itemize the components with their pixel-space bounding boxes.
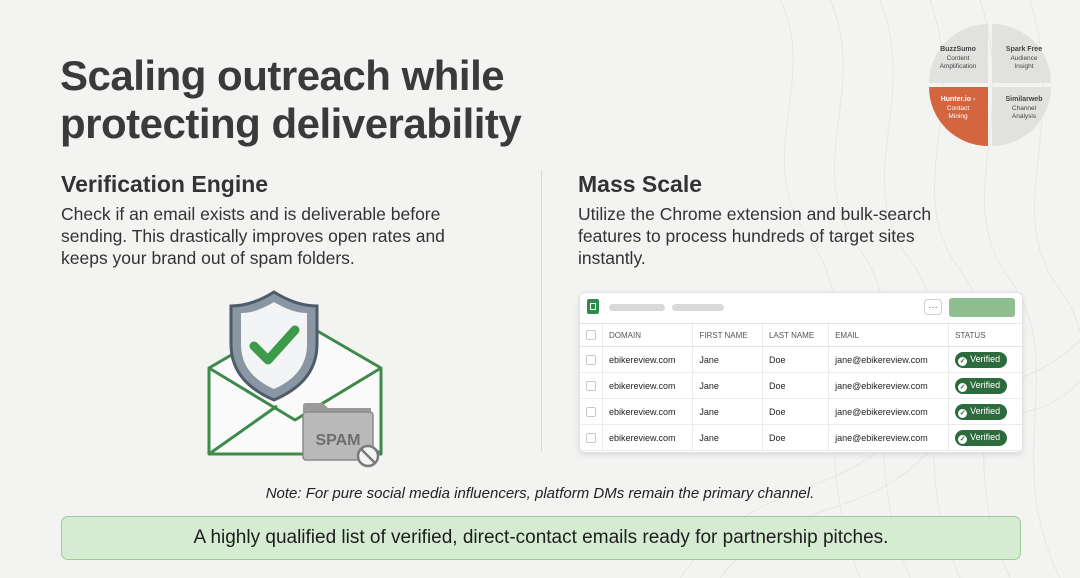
column-divider — [541, 170, 542, 452]
table-row[interactable]: ebikereview.com Jane Doe jane@ebikerevie… — [580, 372, 1022, 399]
cell-email: jane@ebikereview.com — [828, 424, 949, 451]
blocked-icon — [356, 444, 380, 468]
contacts-spreadsheet: … DOMAIN FIRST NAME LAST NAME EMAIL STAT… — [579, 292, 1023, 453]
footnote: Note: For pure social media influencers,… — [265, 485, 815, 502]
check-icon: ✓ — [958, 356, 968, 366]
sheet-toolbar: … — [580, 293, 1022, 321]
cell-last-name: Doe — [761, 372, 829, 399]
wheel-segment-hunter — [929, 87, 988, 146]
cell-first-name: Jane — [692, 424, 763, 451]
status-badge: ✓Verified — [955, 377, 1008, 394]
col-status[interactable]: STATUS — [948, 323, 1022, 347]
cell-last-name: Doe — [761, 398, 829, 425]
title-line-1: Scaling outreach while — [60, 52, 505, 99]
page-title: Scaling outreach while protecting delive… — [60, 52, 620, 148]
row-checkbox[interactable] — [586, 354, 596, 365]
col-domain[interactable]: DOMAIN — [601, 323, 693, 347]
action-button[interactable] — [949, 298, 1015, 317]
sheets-icon — [587, 299, 599, 314]
cell-domain: ebikereview.com — [601, 424, 693, 451]
status-badge: ✓Verified — [955, 403, 1008, 420]
shield-icon — [229, 290, 319, 402]
row-checkbox[interactable] — [586, 406, 596, 417]
cell-email: jane@ebikereview.com — [828, 346, 949, 373]
select-all-cell[interactable] — [580, 323, 603, 347]
cell-first-name: Jane — [692, 372, 763, 399]
cell-last-name: Doe — [761, 346, 829, 373]
cell-domain: ebikereview.com — [601, 346, 693, 373]
cell-email: jane@ebikereview.com — [828, 398, 949, 425]
cell-first-name: Jane — [692, 398, 763, 425]
table-row[interactable]: ebikereview.com Jane Doe jane@ebikerevie… — [580, 398, 1022, 425]
status-badge: ✓Verified — [955, 429, 1008, 446]
mass-scale-description: Utilize the Chrome extension and bulk-se… — [578, 204, 932, 268]
wheel-segment-spark — [992, 24, 1051, 83]
row-checkbox[interactable] — [586, 432, 596, 443]
row-checkbox[interactable] — [586, 380, 596, 391]
col-email[interactable]: EMAIL — [828, 323, 949, 347]
cell-domain: ebikereview.com — [601, 372, 693, 399]
svg-text:SPAM: SPAM — [315, 432, 360, 449]
verification-description: Check if an email exists and is delivera… — [61, 204, 445, 268]
status-badge: ✓Verified — [955, 351, 1008, 368]
table-row[interactable]: ebikereview.com Jane Doe jane@ebikerevie… — [580, 424, 1022, 451]
spam-folder-icon: SPAM — [302, 403, 374, 461]
wheel-segment-buzzsumo — [929, 24, 988, 83]
table-header-row: DOMAIN FIRST NAME LAST NAME EMAIL STATUS — [580, 323, 1022, 347]
wheel-graphic — [929, 24, 1051, 146]
check-icon: ✓ — [958, 382, 968, 392]
mass-scale-heading: Mass Scale — [578, 171, 703, 197]
select-all-checkbox[interactable] — [586, 330, 596, 340]
cell-email: jane@ebikereview.com — [828, 372, 949, 399]
summary-banner: A highly qualified list of verified, dir… — [61, 516, 1021, 560]
checkmark-icon — [249, 325, 300, 365]
cell-first-name: Jane — [692, 346, 763, 373]
wheel-segment-similarweb — [992, 87, 1051, 146]
col-first-name[interactable]: FIRST NAME — [692, 323, 763, 347]
col-last-name[interactable]: LAST NAME — [761, 323, 829, 347]
more-options-button[interactable]: … — [924, 299, 942, 315]
contacts-table: DOMAIN FIRST NAME LAST NAME EMAIL STATUS… — [580, 323, 1022, 451]
shield-envelope-illustration: SPAM — [207, 290, 383, 468]
check-icon: ✓ — [958, 408, 968, 418]
cell-domain: ebikereview.com — [601, 398, 693, 425]
verification-heading: Verification Engine — [61, 171, 269, 197]
sheet-tab-placeholder[interactable] — [609, 304, 665, 311]
check-icon: ✓ — [958, 434, 968, 444]
title-line-2: protecting deliverability — [60, 100, 522, 147]
cell-last-name: Doe — [761, 424, 829, 451]
sheet-tab-placeholder[interactable] — [672, 304, 724, 311]
table-row[interactable]: ebikereview.com Jane Doe jane@ebikerevie… — [580, 346, 1022, 373]
